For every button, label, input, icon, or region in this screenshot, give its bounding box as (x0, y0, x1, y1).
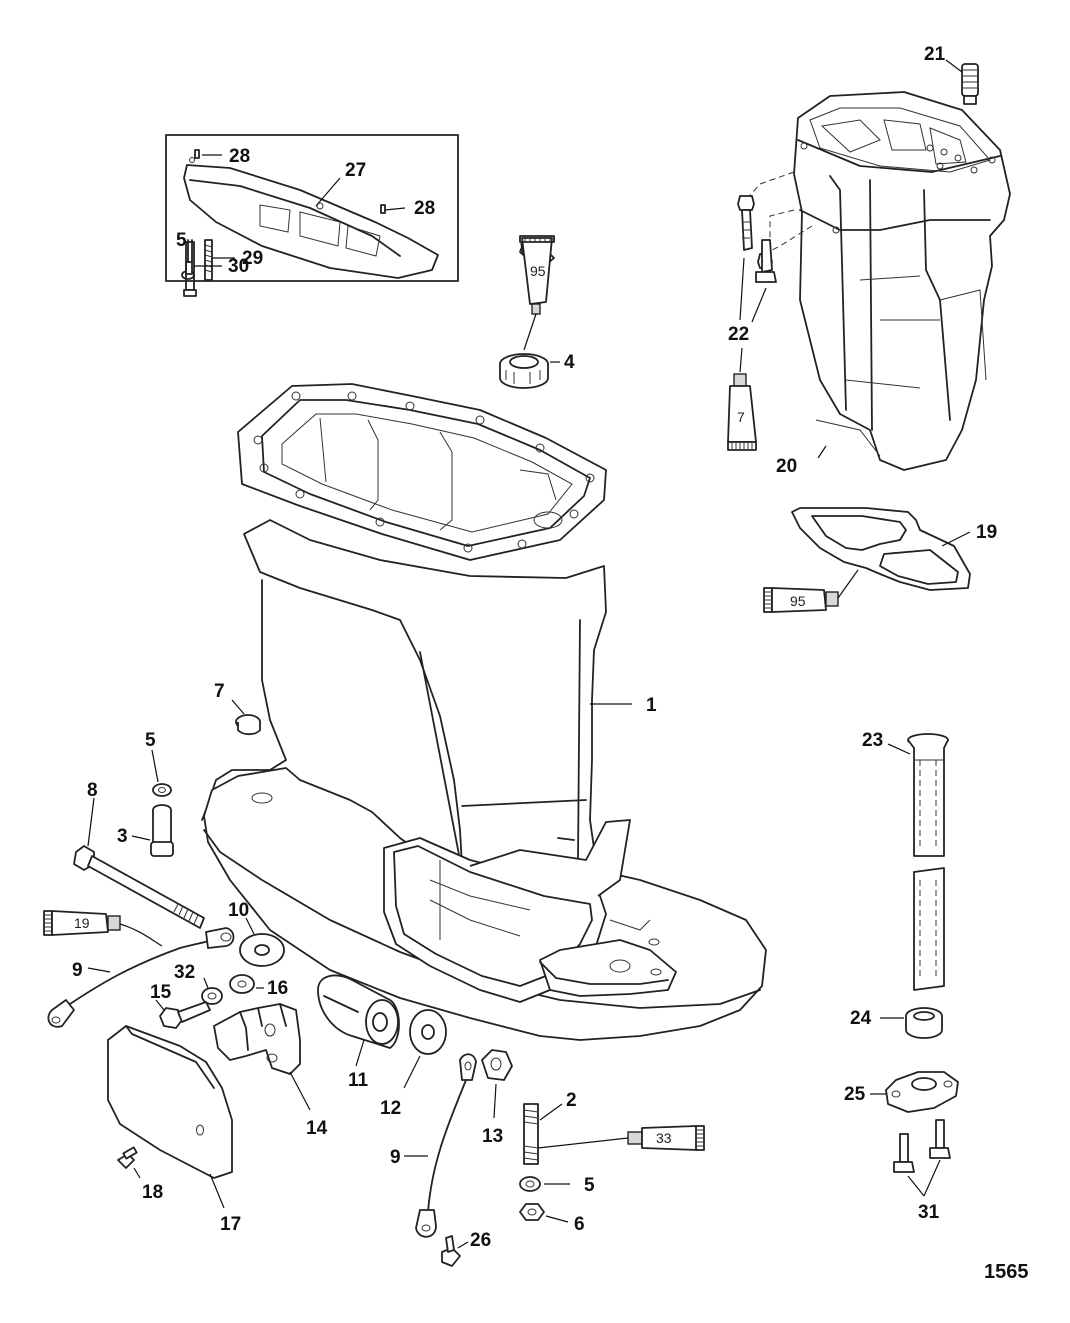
part-7-plug (235, 714, 261, 736)
part-6-nut (519, 1203, 545, 1221)
part-31-bolt-a (893, 1133, 915, 1173)
part-10-washer (239, 933, 285, 967)
callout-6: 6 (574, 1214, 585, 1235)
callout-11: 11 (348, 1070, 369, 1091)
part-25-water-tube-housing (885, 1071, 959, 1113)
callout-7: 7 (214, 681, 225, 702)
callout-9b: 9 (390, 1147, 401, 1168)
callout-24: 24 (850, 1008, 872, 1029)
tube-label-95-right: 95 (790, 593, 806, 609)
part-28-pin (380, 204, 386, 214)
part-24-seal (905, 1007, 943, 1039)
callout-30: 30 (228, 256, 249, 277)
inset-box: 28 27 28 5 29 30 (165, 134, 459, 297)
callout-32: 32 (174, 962, 195, 983)
sealant-tube-7: 7 (727, 373, 757, 451)
callout-29: 29 (242, 248, 263, 269)
part-17-anode-cover (107, 1025, 233, 1179)
tube-label-95-top: 95 (530, 263, 546, 279)
part-9-ground-cable-upper (47, 927, 235, 1028)
callout-5b: 5 (584, 1175, 595, 1196)
callout-22: 22 (728, 324, 749, 345)
callout-2: 2 (566, 1090, 577, 1111)
callout-28b: 28 (414, 198, 435, 219)
part-4-bushing (499, 353, 549, 389)
callout-4: 4 (564, 352, 575, 373)
part-26-screw (441, 1235, 461, 1267)
callout-13: 13 (482, 1126, 503, 1147)
callout-9a: 9 (72, 960, 83, 981)
part-5-washer-lower (519, 1176, 541, 1192)
callout-8: 8 (87, 780, 98, 801)
callout-20: 20 (776, 456, 797, 477)
sealant-tube-95-top: 95 (519, 235, 555, 315)
part-22-bolt-a (737, 195, 755, 251)
callout-25: 25 (844, 1084, 866, 1105)
callout-12: 12 (380, 1098, 401, 1119)
callout-5a: 5 (145, 730, 156, 751)
callout-16: 16 (267, 978, 288, 999)
callout-3: 3 (117, 826, 128, 847)
part-23-water-tube (907, 733, 949, 991)
part-27-shape (183, 157, 439, 279)
tube-label-19: 19 (74, 915, 90, 931)
part-31-bolt-b (929, 1119, 951, 1159)
part-5-washer (152, 783, 172, 797)
callout-19: 19 (976, 522, 997, 543)
callout-21: 21 (924, 44, 946, 65)
part-2-stud (523, 1103, 539, 1165)
figure-number: 1565 (984, 1261, 1029, 1283)
tube-label-33: 33 (656, 1130, 672, 1146)
callout-1: 1 (646, 695, 657, 716)
part-3-sleeve (150, 804, 174, 857)
callout-15: 15 (150, 982, 172, 1003)
callout-5-inset: 5 (176, 230, 187, 251)
part-20-adapter-housing (793, 91, 1011, 471)
callout-17: 17 (220, 1214, 241, 1235)
part-19-gasket (791, 507, 971, 591)
callout-31: 31 (918, 1202, 940, 1223)
part-30-bolt (183, 239, 197, 297)
part-32-lockwasher (201, 987, 223, 1005)
part-29-stud (204, 239, 213, 281)
part-13-nut (481, 1049, 513, 1081)
callout-27: 27 (345, 160, 366, 181)
callout-18: 18 (142, 1182, 163, 1203)
part-22-bolt-b (755, 239, 777, 283)
part-14-mount-clamp (213, 1003, 301, 1075)
callout-28a: 28 (229, 146, 250, 167)
part-1-driveshaft-housing (201, 383, 767, 1041)
part-16-washer (229, 974, 255, 994)
part-21-screen (961, 63, 979, 105)
tube-label-7: 7 (737, 409, 745, 425)
callout-10: 10 (228, 900, 249, 921)
part-28-pin (194, 149, 200, 159)
part-18-screw (117, 1146, 138, 1169)
sealant-tube-19: 19 (43, 910, 121, 936)
part-12-washer (409, 1009, 447, 1055)
part-11-rubber-mount (317, 974, 400, 1049)
part-15-bolt (159, 1001, 211, 1029)
part-9-ground-cable-lower (415, 1053, 477, 1238)
callout-14: 14 (306, 1118, 328, 1139)
sealant-tube-95-right: 95 (763, 587, 839, 613)
callout-26: 26 (470, 1230, 491, 1251)
callout-23: 23 (862, 730, 883, 751)
sealant-tube-33: 33 (627, 1125, 705, 1151)
part-8-long-bolt (73, 845, 205, 929)
